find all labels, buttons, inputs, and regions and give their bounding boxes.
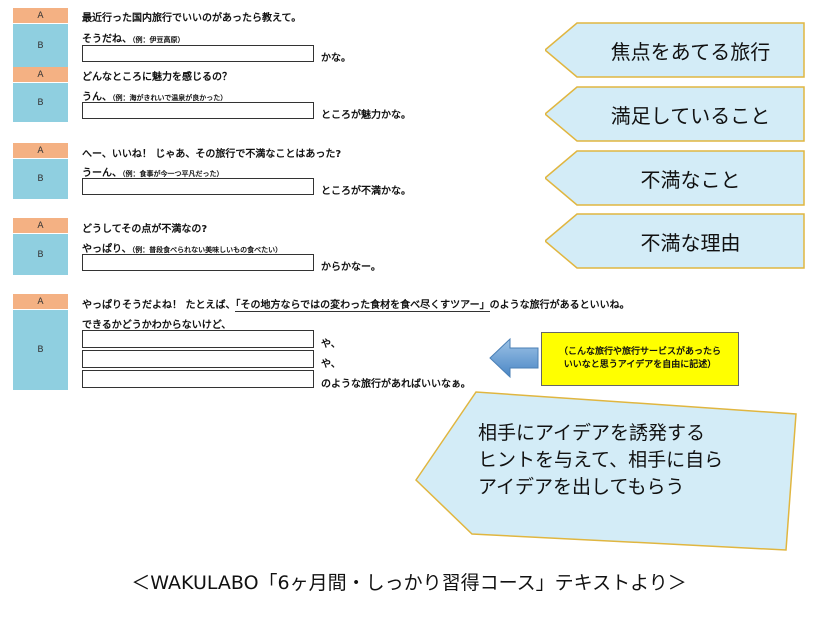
answer-field-1[interactable] <box>82 45 314 62</box>
label-a: A <box>13 218 68 233</box>
answer-field-2[interactable] <box>82 102 314 119</box>
answer-suffix-2: ところが魅力かな。 <box>321 110 411 121</box>
callout-line-2: いいなと思うアイデアを自由に記述） <box>563 360 717 370</box>
question-2: どんなところに魅力を感じるの？ <box>82 72 232 83</box>
idea-suffix-1: や、 <box>321 339 341 350</box>
label-b: B <box>13 310 68 390</box>
idea-field-1[interactable] <box>82 330 314 348</box>
question-5: やっぱりそうだよね！ たとえば、「その地方ならではの変わった食材を食べ尽くすツア… <box>82 296 630 312</box>
answer-prefix-2: うん、（例：海がきれいで温泉が良かった） <box>82 88 227 103</box>
idea-instruction-callout: （こんな旅行や旅行サービスがあったら いいなと思うアイデアを自由に記述） <box>541 332 739 386</box>
answer-prefix-1: そうだね、（例：伊豆高原） <box>82 30 185 45</box>
hint-line-2: ヒントを与えて、相手に自ら <box>478 449 724 471</box>
callout-line-1: （こんな旅行や旅行サービスがあったら <box>558 347 721 357</box>
question-5-post: のような旅行があるといいね。 <box>489 300 630 311</box>
answer-prefix-5: できるかどうかわからないけど、 <box>82 320 232 331</box>
tag-focus-trip: 焦点をあてる旅行 <box>545 22 805 78</box>
answer-example: （例：海がきれいで温泉が良かった） <box>112 94 228 102</box>
answer-field-4[interactable] <box>82 254 314 271</box>
label-a: A <box>13 67 68 82</box>
hint-line-1: 相手にアイデアを誘発する <box>478 422 706 444</box>
tag-shape <box>545 150 805 206</box>
answer-prefix-4: やっぱり、（例：普段食べられない美味しいもの食べたい） <box>82 240 282 255</box>
source-caption: ＜WAKULABO「6ヶ月間・しっかり習得コース」テキストより＞ <box>131 572 687 594</box>
label-b: B <box>13 159 68 199</box>
tag-shape <box>545 213 805 269</box>
tag-label: 不満な理由 <box>640 230 741 255</box>
answer-prefix-text: うーん、 <box>82 168 122 179</box>
tag-shape <box>545 22 805 78</box>
answer-example: （例：普段食べられない美味しいもの食べたい） <box>131 246 283 254</box>
answer-suffix-3: ところが不満かな。 <box>321 186 411 197</box>
answer-example: （例：伊豆高原） <box>132 36 185 44</box>
tag-reason: 不満な理由 <box>545 213 805 269</box>
tag-shape <box>545 86 805 142</box>
hint-text: 相手にアイデアを誘発する ヒントを与えて、相手に自ら アイデアを出してもらう <box>478 420 723 501</box>
tag-label: 焦点をあてる旅行 <box>610 39 771 64</box>
answer-prefix-3: うーん、（例：食事が今一つ平凡だった） <box>82 164 224 179</box>
question-4: どうしてその点が不満なの? <box>82 224 208 235</box>
label-b: B <box>13 234 68 275</box>
tag-dissatisfied: 不満なこと <box>545 150 805 206</box>
answer-prefix-text: うん、 <box>82 92 112 103</box>
idea-field-2[interactable] <box>82 350 314 368</box>
question-1: 最近行った国内旅行でいいのがあったら教えて。 <box>82 13 302 24</box>
idea-suffix-2: や、 <box>321 359 341 370</box>
idea-field-3[interactable] <box>82 370 314 388</box>
label-b: B <box>13 24 68 67</box>
answer-prefix-text: やっぱり、 <box>82 244 132 255</box>
question-5-pre: やっぱりそうだよね！ たとえば、 <box>82 300 236 311</box>
answer-suffix-4: からかなー。 <box>321 262 381 273</box>
answer-prefix-text: そうだね、 <box>82 34 132 45</box>
answer-suffix-1: かな。 <box>321 53 351 64</box>
question-3: へー、いいね！ じゃあ、その旅行で不満なことはあった? <box>82 149 342 160</box>
tag-label: 不満なこと <box>640 167 741 192</box>
arrow-left-icon <box>489 337 539 379</box>
label-a: A <box>13 294 68 309</box>
hint-line-3: アイデアを出してもらう <box>478 476 685 498</box>
tag-satisfied: 満足していること <box>545 86 805 142</box>
question-5-example-tour: 「その地方ならではの変わった食材を食べ尽くすツアー」 <box>235 300 490 312</box>
tag-label: 満足していること <box>610 103 771 128</box>
answer-example: （例：食事が今一つ平凡だった） <box>122 170 224 178</box>
label-a: A <box>13 143 68 158</box>
label-b: B <box>13 83 68 122</box>
label-a: A <box>13 8 68 23</box>
answer-field-3[interactable] <box>82 178 314 195</box>
hint-bubble-shape <box>415 391 797 551</box>
idea-suffix-3: のような旅行があればいいなぁ。 <box>321 379 471 390</box>
